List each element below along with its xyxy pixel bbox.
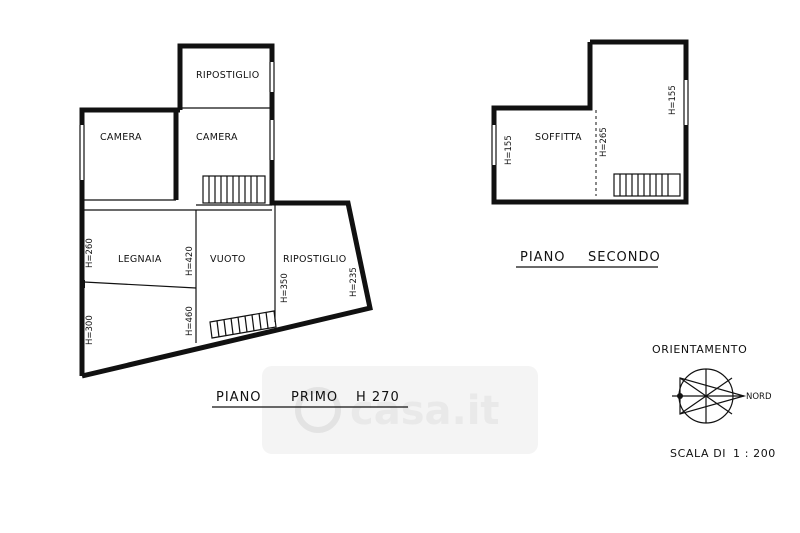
height-label: H=155	[668, 85, 678, 115]
room-label-camera-left: CAMERA	[100, 132, 142, 143]
scale-value: 1 : 200	[733, 447, 776, 460]
north-label: NORD	[746, 392, 772, 402]
height-label: H=235	[349, 267, 359, 297]
room-label-ripostiglio-right: RIPOSTIGLIO	[283, 254, 346, 265]
orientation-block: ORIENTAMENTO NORD SCALA DI 1 : 200	[652, 343, 776, 460]
stairs-icon	[613, 173, 681, 197]
title-height: H 270	[356, 390, 400, 405]
orientation-label: ORIENTAMENTO	[652, 343, 747, 356]
watermark-logo-icon	[295, 387, 341, 433]
height-label: H=350	[280, 273, 290, 303]
room-label-vuoto: VUOTO	[210, 254, 246, 265]
room-label-legnaia: LEGNAIA	[118, 254, 162, 265]
height-label: H=155	[504, 135, 514, 165]
scale-label: SCALA DI	[670, 447, 726, 460]
height-label: H=260	[85, 238, 95, 268]
height-label: H=420	[185, 246, 195, 276]
first-floor-title: PIANO PRIMO H 270	[212, 390, 408, 408]
stairs-icon	[209, 310, 277, 339]
stairs-icon	[202, 175, 266, 204]
compass-icon	[672, 368, 747, 424]
room-label-camera-center: CAMERA	[196, 132, 238, 143]
room-label-soffitta: SOFFITTA	[535, 132, 582, 143]
second-floor-plan: SOFFITTA H=155 H=265 H=155	[491, 39, 689, 205]
watermark-text: casa.it	[350, 388, 500, 434]
second-floor-title: PIANO SECONDO	[516, 250, 661, 268]
watermark-backdrop	[262, 366, 538, 454]
height-label: H=460	[185, 306, 195, 336]
title-secondo: SECONDO	[588, 250, 661, 265]
first-floor-plan: RIPOSTIGLIO CAMERA CAMERA LEGNAIA VUOTO …	[79, 43, 373, 379]
room-label-ripostiglio-top: RIPOSTIGLIO	[196, 70, 259, 81]
title-primo: PRIMO	[291, 390, 338, 405]
title-piano: PIANO	[520, 250, 566, 265]
height-label: H=265	[599, 127, 609, 157]
height-label: H=300	[85, 315, 95, 345]
title-piano: PIANO	[216, 390, 262, 405]
